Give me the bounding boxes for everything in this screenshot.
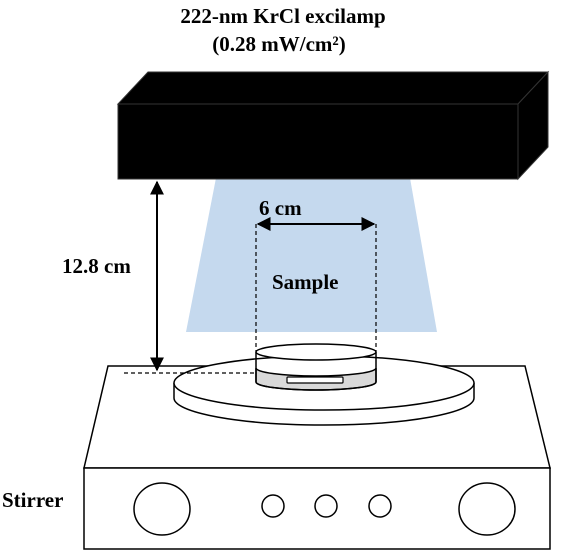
dish-rim xyxy=(255,343,377,361)
stirrer-label: Stirrer xyxy=(2,488,64,512)
dish-wall xyxy=(255,352,377,391)
uv-light-beam xyxy=(186,178,437,332)
excilamp-box xyxy=(116,70,550,181)
sample-width-label: 6 cm xyxy=(259,196,302,220)
lamp-top-face xyxy=(116,71,550,105)
stirring-plate xyxy=(173,355,475,426)
indicator-light-1-icon xyxy=(261,494,285,518)
lamp-title: 222-nm KrCl excilamp xyxy=(180,4,386,28)
sample-label: Sample xyxy=(272,270,339,294)
left-knob-icon xyxy=(133,482,191,536)
right-knob-icon xyxy=(458,482,516,536)
distance-label: 12.8 cm xyxy=(62,254,131,278)
indicator-light-2-icon xyxy=(314,494,338,518)
lamp-irradiance: (0.28 mW/cm²) xyxy=(212,32,346,56)
lamp-front-face xyxy=(117,103,519,180)
stir-bar-icon xyxy=(286,376,344,384)
indicator-light-3-icon xyxy=(368,494,392,518)
